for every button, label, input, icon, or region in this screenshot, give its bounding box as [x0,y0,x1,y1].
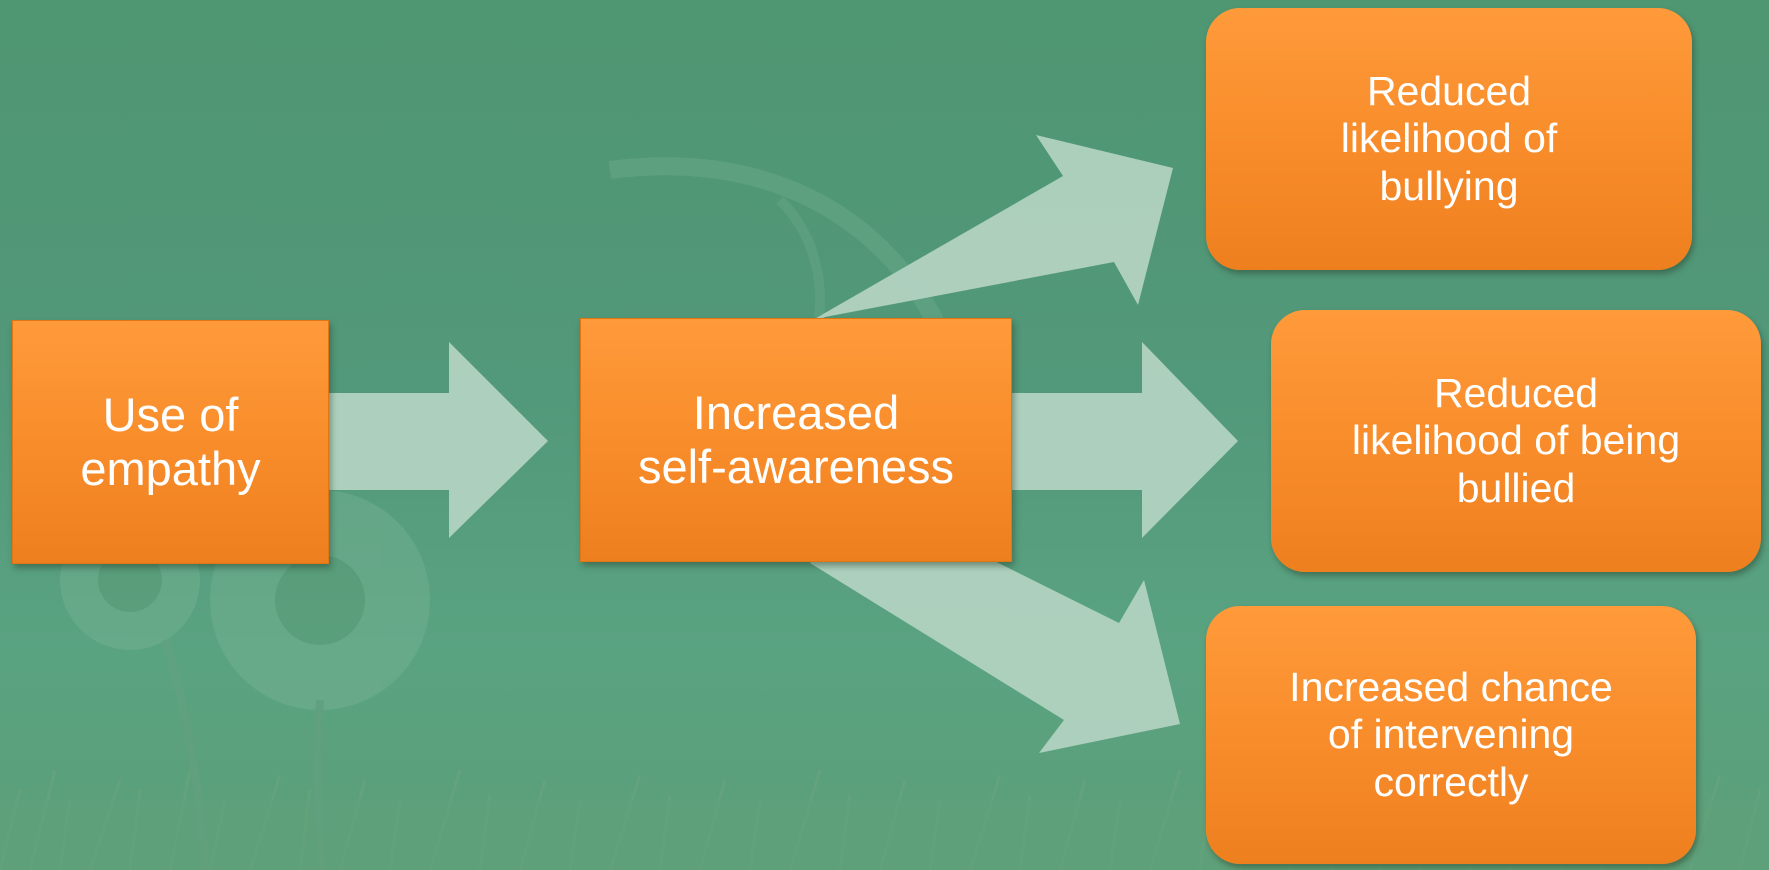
node-use-of-empathy: Use of empathy [12,320,329,564]
node-label: Increased chance of intervening correctl… [1289,664,1613,805]
node-reduced-bullying: Reduced likelihood of bullying [1206,8,1692,270]
node-increased-self-awareness: Increased self-awareness [580,318,1012,562]
arrow-awareness-to-intervening [810,500,1180,753]
arrow-awareness-to-being-bullied [1012,342,1238,538]
arrow-awareness-to-bullying [738,135,1173,363]
arrow-empathy-to-awareness [328,342,548,538]
node-label: Use of empathy [80,387,261,495]
node-label: Reduced likelihood of bullying [1340,68,1558,209]
node-reduced-being-bullied: Reduced likelihood of being bullied [1271,310,1761,572]
node-increased-intervening: Increased chance of intervening correctl… [1206,606,1696,864]
node-label: Increased self-awareness [637,385,955,493]
node-label: Reduced likelihood of being bullied [1351,370,1681,511]
